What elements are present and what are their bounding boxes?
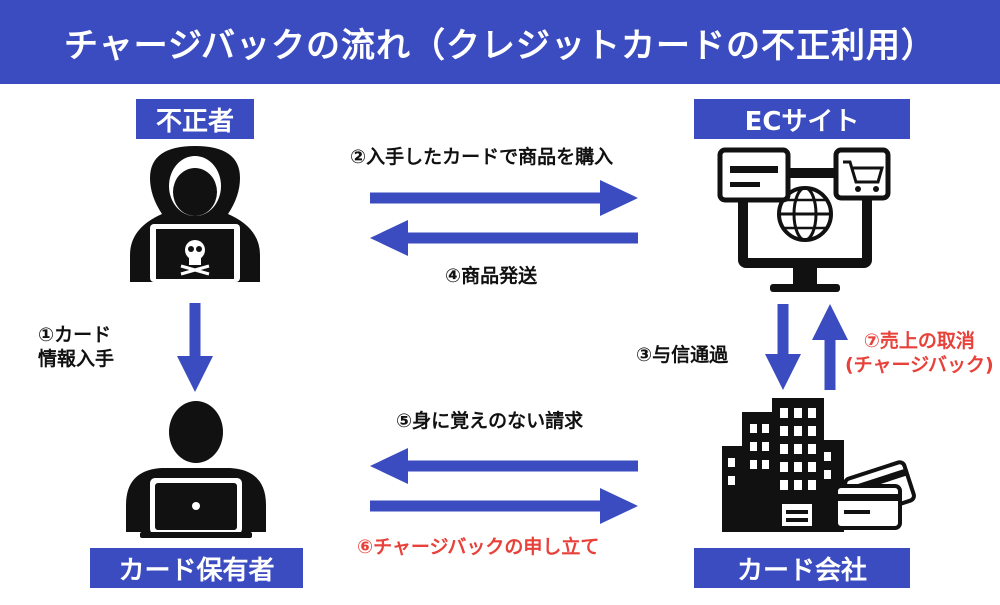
step-1-text: ①カード 情報入手 <box>38 324 114 372</box>
page-title: チャージバックの流れ（クレジットカードの不正利用） <box>0 0 1000 84</box>
person-laptop-icon <box>126 401 266 538</box>
step-6-text: ⑥チャージバックの申し立て <box>357 536 600 558</box>
ecommerce-monitor-icon <box>717 147 891 292</box>
arrow-chargeback <box>812 304 848 390</box>
step-7-line1: ⑦売上の取消 <box>863 330 975 352</box>
hacker-icon <box>130 146 260 282</box>
arrow-authorization <box>765 304 801 390</box>
step-1-line2: 情報入手 <box>38 347 115 370</box>
credit-cards-icon <box>834 460 916 530</box>
arrow-card-info <box>177 303 213 392</box>
ec-site-label: ECサイト <box>694 99 910 139</box>
arrow-chargeback-claim <box>370 488 638 524</box>
step-7-text: ⑦売上の取消 (チャージバック) <box>845 330 994 378</box>
step-3-text: ③与信通過 <box>636 344 729 366</box>
cardholder-label: カード保有者 <box>90 548 303 588</box>
step-7-line2: (チャージバック) <box>845 353 994 376</box>
arrow-shipping <box>370 220 638 256</box>
buildings-icon <box>722 398 844 532</box>
step-5-text: ⑤身に覚えのない請求 <box>396 410 584 432</box>
step-1-line1: ①カード <box>38 324 112 346</box>
step-2-text: ②入手したカードで商品を購入 <box>350 146 614 168</box>
step-4-text: ④商品発送 <box>445 265 538 287</box>
arrow-billing <box>370 448 638 484</box>
fraudster-label: 不正者 <box>136 99 254 139</box>
card-company-label: カード会社 <box>694 548 910 588</box>
arrow-purchase <box>370 180 638 216</box>
